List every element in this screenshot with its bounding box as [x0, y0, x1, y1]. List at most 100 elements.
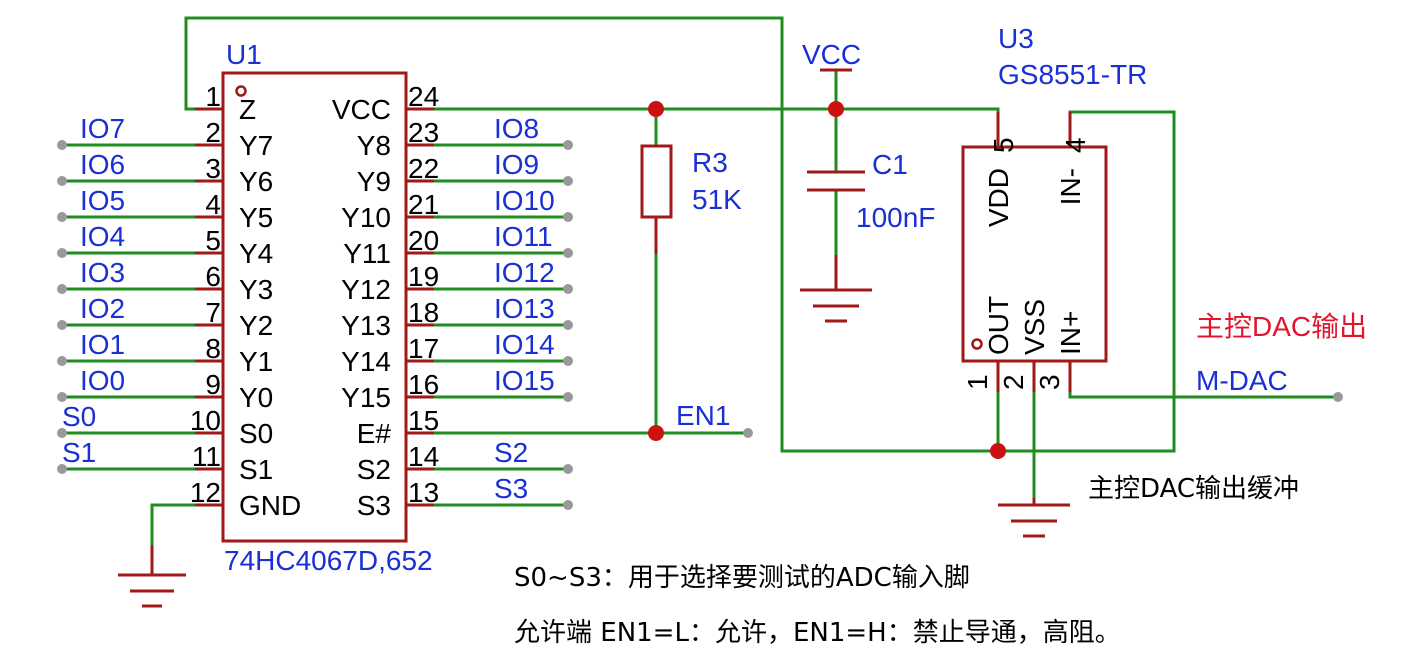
- en1-label: EN1: [676, 400, 730, 431]
- net-label: S1: [62, 437, 96, 468]
- u1-pin-name: VCC: [332, 94, 391, 125]
- u1-pin-number: 14: [408, 441, 439, 472]
- u1-pin-name: Z: [239, 94, 256, 125]
- u1-pin-name: Y8: [357, 130, 391, 161]
- u1-pin-number: 6: [205, 261, 221, 292]
- ground-u1: [118, 545, 186, 608]
- u3-pin5-num: 5: [988, 137, 1019, 153]
- c1-ref: C1: [872, 149, 908, 180]
- net-label: IO10: [494, 185, 555, 216]
- u1-pin1-marker: [235, 85, 247, 97]
- u1-pin-number: 10: [190, 405, 221, 436]
- net-endpoint: [563, 248, 573, 258]
- net-label: IO11: [494, 221, 553, 252]
- wire-u1-gnd: [150, 503, 197, 547]
- net-label: IO2: [80, 293, 125, 324]
- net-endpoint: [563, 140, 573, 150]
- net-endpoint: [57, 248, 67, 258]
- ground-u3: [998, 498, 1070, 538]
- u1-pin-name: Y9: [357, 166, 391, 197]
- u1-pin-name: Y14: [341, 346, 391, 377]
- net-endpoint: [57, 212, 67, 222]
- u1-pin-number: 22: [408, 153, 439, 184]
- u1-pin-number: 13: [408, 477, 439, 508]
- c1-capacitor: C1 100nF: [807, 149, 935, 233]
- u1-pin-name: GND: [239, 490, 301, 521]
- net-label: IO8: [494, 113, 539, 144]
- u1-ref: U1: [226, 39, 262, 70]
- r3-ref: R3: [692, 147, 728, 178]
- u1-right-pins: 24VCC23Y8IO822Y9IO921Y10IO1020Y11IO1119Y…: [332, 81, 555, 521]
- net-label: S2: [494, 437, 528, 468]
- u1-pin-name: Y11: [343, 238, 391, 269]
- u3-pin-inplus: IN+: [1055, 311, 1086, 355]
- net-endpoint: [57, 176, 67, 186]
- junction-en1: [648, 425, 664, 441]
- u1-pin-name: Y4: [239, 238, 273, 269]
- u1-pin-name: Y2: [239, 310, 273, 341]
- junction-u3-out: [990, 443, 1006, 459]
- net-label: IO4: [80, 221, 125, 252]
- u1-pin-number: 16: [408, 369, 439, 400]
- net-endpoint: [57, 356, 67, 366]
- u1-pin-name: E#: [357, 418, 392, 449]
- u3-pin-inminus: IN-: [1055, 168, 1086, 205]
- r3-resistor: R3 51K: [640, 144, 742, 254]
- u1-pin-number: 7: [205, 297, 221, 328]
- net-label: IO7: [80, 113, 125, 144]
- dac-title: 主控DAC输出: [1196, 311, 1367, 342]
- u1-pin-name: Y7: [239, 130, 273, 161]
- mdac-label: M-DAC: [1196, 365, 1288, 396]
- u3-pin2-num: 2: [998, 374, 1029, 390]
- ground-c1: [800, 255, 872, 323]
- junction-c1-vcc: [828, 101, 844, 117]
- net-label: IO6: [80, 149, 125, 180]
- wire-mdac: [1068, 390, 1340, 399]
- net-label: IO5: [80, 185, 125, 216]
- u1-pin-name: Y15: [341, 382, 391, 413]
- net-label: IO3: [80, 257, 125, 288]
- net-label: IO0: [80, 365, 125, 396]
- net-endpoint: [57, 392, 67, 402]
- r3-value: 51K: [692, 184, 742, 215]
- r3-body: [640, 144, 673, 219]
- net-endpoint: [563, 212, 573, 222]
- net-label: IO14: [494, 329, 555, 360]
- u1-pin-name: Y10: [341, 202, 391, 233]
- net-endpoint: [563, 284, 573, 294]
- u3-pin-out: OUT: [983, 296, 1014, 355]
- u1-pin-name: Y13: [341, 310, 391, 341]
- u1-pin-number: 19: [408, 261, 439, 292]
- wire-feedback: [996, 110, 1176, 453]
- u1-pin-name: S1: [239, 454, 273, 485]
- net-label: IO1: [80, 329, 125, 360]
- net-label: IO13: [494, 293, 555, 324]
- u3-ref: U3: [998, 23, 1034, 54]
- u1-pin-number: 12: [190, 477, 221, 508]
- wire-vcc-rail: [404, 107, 1000, 114]
- net-endpoint: [57, 464, 67, 474]
- u3-opamp: 5 4 1 2 3 VDD IN- OUT VSS IN+ U3 GS8551-…: [961, 23, 1147, 392]
- u1-pin-number: 5: [205, 225, 221, 256]
- u1-pin-number: 21: [408, 189, 439, 220]
- u1-pin-name: Y5: [239, 202, 273, 233]
- net-label: IO9: [494, 149, 539, 180]
- net-endpoint: [57, 284, 67, 294]
- net-endpoint: [563, 500, 573, 510]
- u1-pin-number: 4: [205, 189, 221, 220]
- u3-pin3-num: 3: [1034, 374, 1065, 390]
- net-endpoint: [563, 392, 573, 402]
- u1-pin-number: 1: [205, 81, 221, 112]
- u1-pin-number: 2: [205, 117, 221, 148]
- net-endpoint: [563, 176, 573, 186]
- u1-pin-number: 15: [408, 405, 439, 436]
- u1-pin-name: Y3: [239, 274, 273, 305]
- c1-value: 100nF: [856, 202, 935, 233]
- u1-pin-number: 3: [205, 153, 221, 184]
- buffer-label: 主控DAC输出缓冲: [1088, 474, 1299, 504]
- vcc-label: VCC: [802, 39, 861, 70]
- wire-z-loop: [184, 16, 1000, 453]
